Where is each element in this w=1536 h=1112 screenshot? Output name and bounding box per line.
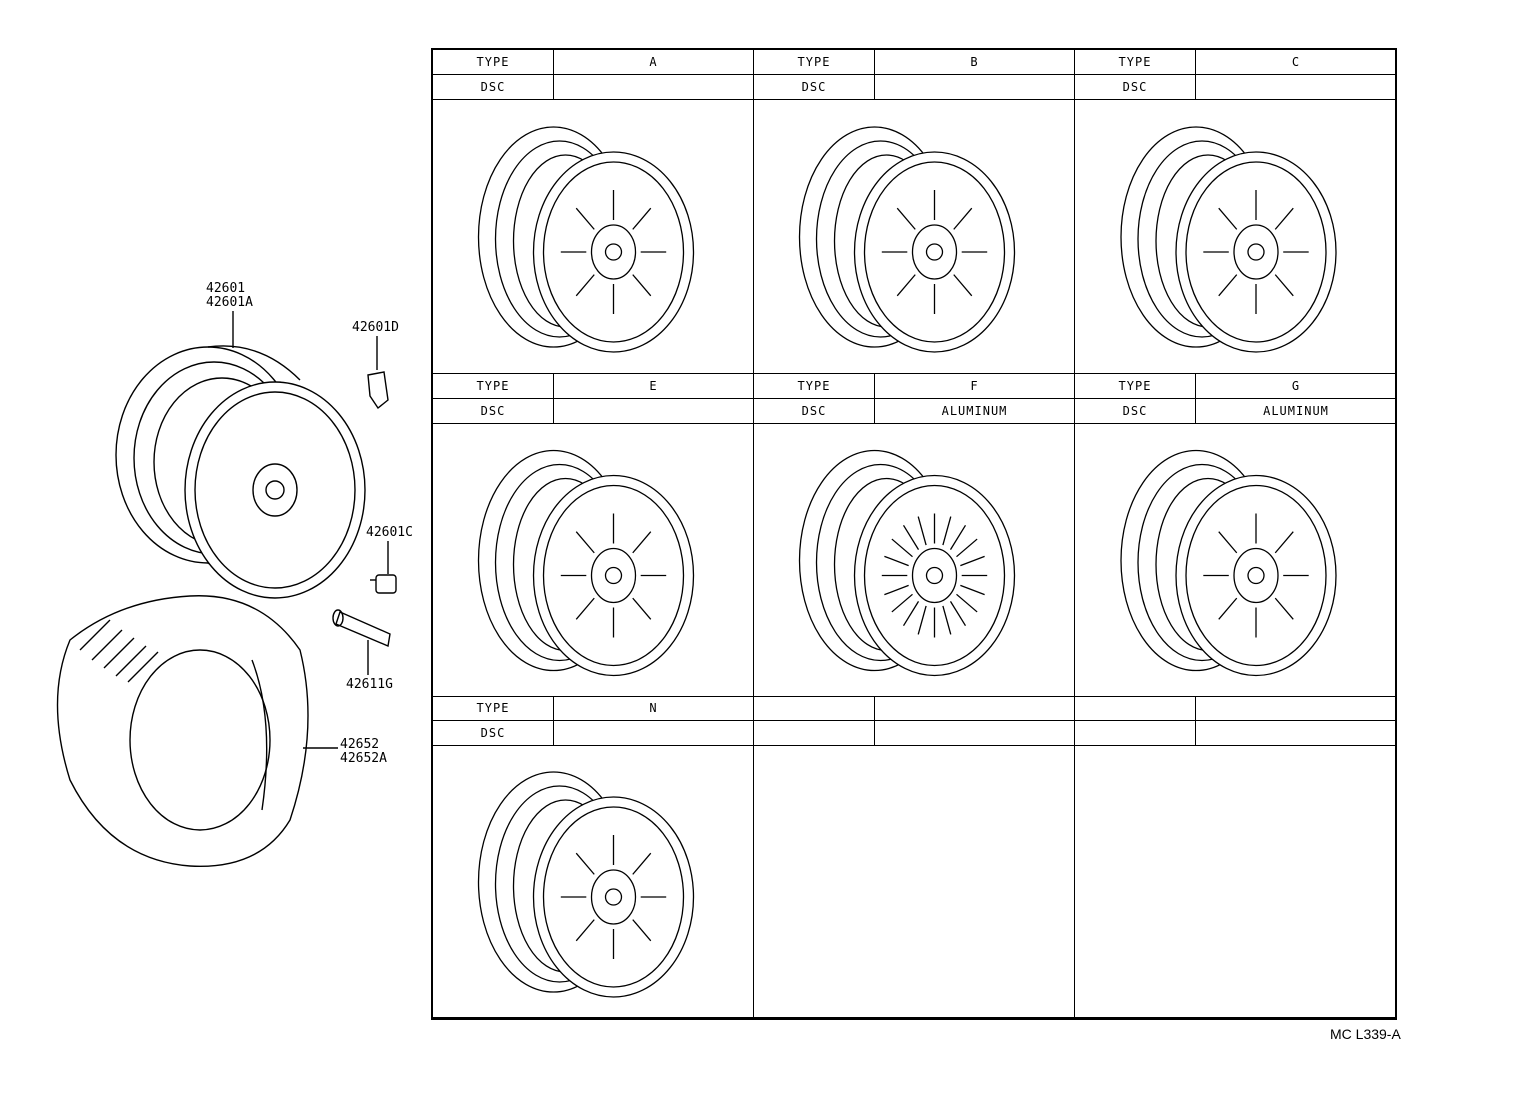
- dsc-value-cell: [554, 75, 754, 100]
- type-label-cell: TYPE: [433, 50, 554, 75]
- weight-clip-part-number: 42601D: [352, 320, 399, 335]
- wheel-illustration-cell: [433, 100, 754, 374]
- dsc-value-cell: [1196, 721, 1397, 746]
- wheel-illustration-cell: [754, 424, 1075, 697]
- diagram-code: MC L339-A: [1330, 1026, 1401, 1042]
- wheel-c-drawing: [1075, 100, 1397, 374]
- valve-drawing: [333, 610, 390, 646]
- wheel-f-drawing: [754, 424, 1075, 697]
- tire-drawing: [58, 596, 309, 867]
- wheel-part-number: 42601: [206, 281, 246, 296]
- type-value-cell: F: [875, 374, 1075, 399]
- dsc-label-cell: DSC: [1075, 399, 1196, 424]
- wheel-illustration-cell: [433, 746, 754, 1018]
- dsc-label-cell: DSC: [754, 75, 875, 100]
- type-label-cell: TYPE: [1075, 50, 1196, 75]
- wheel-illustration-cell: [433, 424, 754, 697]
- weight-clip-drawing: [368, 372, 388, 408]
- type-label-cell: TYPE: [754, 374, 875, 399]
- wheel-illustration-cell: [1075, 100, 1397, 374]
- type-label-cell: TYPE: [754, 50, 875, 75]
- dsc-value-cell: [875, 75, 1075, 100]
- type-label-cell: [1075, 696, 1196, 721]
- dsc-label-cell: DSC: [433, 75, 554, 100]
- type-value-cell: E: [554, 374, 754, 399]
- dsc-label-cell: [754, 721, 875, 746]
- wheel-illustration-cell: [754, 100, 1075, 374]
- wheel-n-drawing: [433, 746, 754, 1018]
- dsc-value-cell: ALUMINUM: [1196, 399, 1397, 424]
- dsc-label-cell: [1075, 721, 1196, 746]
- hub-nut-part-number: 42601C: [366, 525, 413, 540]
- wheel-g-drawing: [1075, 424, 1397, 697]
- dsc-value-cell: [554, 399, 754, 424]
- dsc-label-cell: DSC: [433, 399, 554, 424]
- valve-part-number: 42611G: [346, 677, 393, 692]
- wheel-illustration-cell: [1075, 424, 1397, 697]
- type-label-cell: TYPE: [1075, 374, 1196, 399]
- type-value-cell: [875, 696, 1075, 721]
- wheel-e-drawing: [433, 424, 754, 697]
- dsc-value-cell: ALUMINUM: [875, 399, 1075, 424]
- type-value-cell: C: [1196, 50, 1397, 75]
- dsc-label-cell: DSC: [433, 721, 554, 746]
- dsc-value-cell: [875, 721, 1075, 746]
- dsc-label-cell: DSC: [1075, 75, 1196, 100]
- type-label-cell: TYPE: [433, 696, 554, 721]
- hub-nut-drawing: [370, 575, 396, 593]
- dsc-value-cell: [554, 721, 754, 746]
- wheel-a-drawing: [433, 100, 754, 374]
- wheel-b-drawing: [754, 100, 1075, 374]
- type-value-cell: G: [1196, 374, 1397, 399]
- main-wheel-drawing: [116, 346, 365, 598]
- wheel-illustration-cell: [754, 746, 1075, 1018]
- tire-part-number-alt: 42652A: [340, 751, 387, 766]
- type-label-cell: [754, 696, 875, 721]
- type-value-cell: [1196, 696, 1397, 721]
- type-value-cell: A: [554, 50, 754, 75]
- tire-part-number: 42652: [340, 737, 380, 752]
- type-value-cell: B: [875, 50, 1075, 75]
- wheel-part-number-alt: 42601A: [206, 295, 253, 310]
- exploded-parts-drawing: [0, 0, 430, 900]
- dsc-label-cell: DSC: [754, 399, 875, 424]
- type-label-cell: TYPE: [433, 374, 554, 399]
- wheel-illustration-cell: [1075, 746, 1397, 1018]
- dsc-value-cell: [1196, 75, 1397, 100]
- type-value-cell: N: [554, 696, 754, 721]
